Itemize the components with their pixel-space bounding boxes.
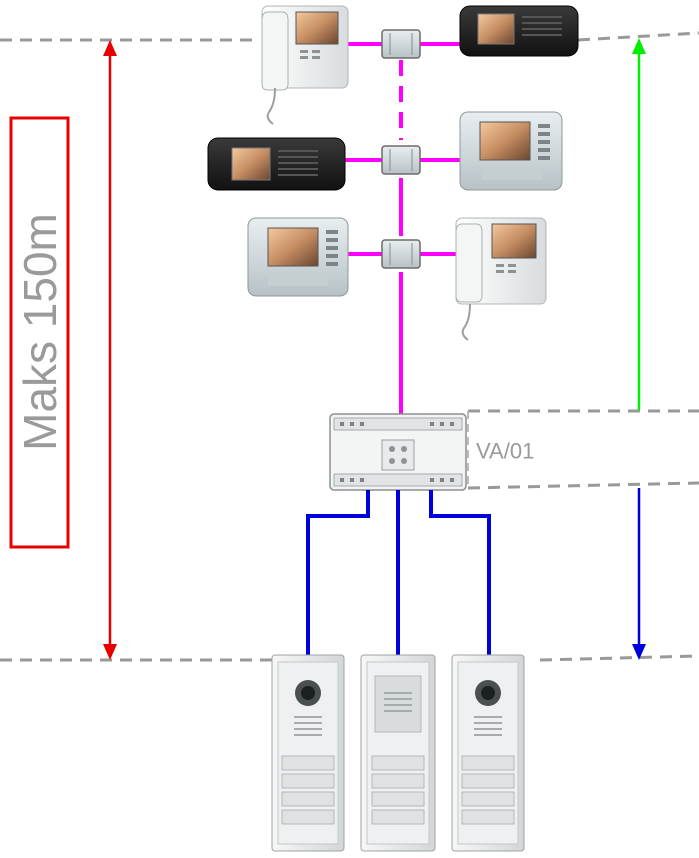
bus-distributor-icon [381,29,421,59]
riser-up-arrowhead [632,38,646,54]
silver-handsfree-monitor-icon [459,111,563,191]
max-distance-arrow [103,40,117,660]
handset-video-monitor-icon [261,5,349,125]
silver-handsfree-monitor-icon [247,217,349,297]
distance-label-box [9,116,70,549]
black-handsfree-monitor-icon [459,5,579,57]
power-unit-label: VA/01 [476,439,534,464]
power-supply-unit-icon [329,413,467,491]
camera-door-panel-icon [451,654,525,852]
riser-down-arrowhead [632,644,646,660]
distance-label: Maks 150m [14,213,66,451]
external-bus-branch-left [306,490,370,656]
max-distance-arrowhead-top [103,40,117,56]
internal-bus-wiring [345,42,460,414]
bus-distributor-icon [381,145,421,175]
riser-down-arrow [632,488,646,660]
audio-door-panel-icon [360,654,436,852]
handset-video-monitor-icon [455,217,547,341]
max-distance-arrowhead-bottom [103,644,117,660]
camera-door-panel-icon [271,654,345,852]
black-handsfree-monitor-icon [207,137,346,191]
external-bus-branch-right [429,490,491,656]
bus-distributor-icon [381,239,421,269]
riser-dashed-line-lower [467,481,699,490]
top-dashed-line-right [577,31,699,42]
dashed-reference-lines [0,31,699,662]
riser-up-arrow [632,38,646,410]
bottom-dashed-line-right [539,654,699,662]
external-bus-wiring [306,490,491,656]
